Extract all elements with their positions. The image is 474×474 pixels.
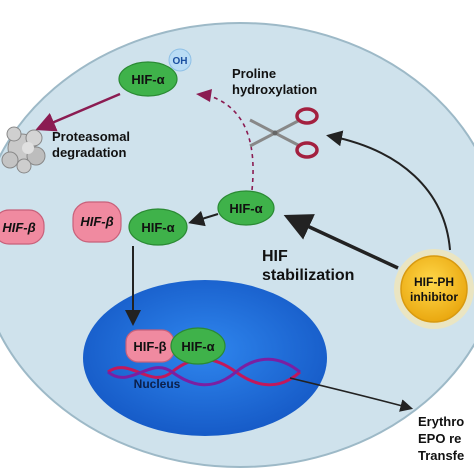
oh-label: OH [173,56,188,67]
hif-beta-left-label: HIF-β [2,220,35,235]
hydroxylation-dashed-arrowhead [196,89,212,102]
gene-expression-arrow [289,377,414,412]
hif-stabilization-line1: HIF [262,248,288,265]
inhibitor-line1: HIF-PH [414,275,454,289]
proline-hydroxylation-line1: Proline [232,66,276,81]
hif-ph-inhibitor: HIF-PH inhibitor [394,249,474,329]
hif-beta-free: HIF-β [0,209,45,245]
proteasome-icon [1,126,46,174]
hif-stabilization-line2: stabilization [262,267,354,284]
hif-alpha-stabilized: HIF-α [217,190,275,226]
hif-alpha-top-label: HIF-α [131,72,164,87]
hif-beta-pair-label: HIF-β [80,214,113,229]
inhibitor-line2: inhibitor [410,290,458,304]
nucleus-label: Nucleus [134,377,181,391]
nucleus-hif-beta-label: HIF-β [133,339,166,354]
hif-alpha-to-complex-arrow [188,210,219,227]
hif-complex-cytoplasm: HIF-β HIF-α [72,201,188,246]
hif-alpha-mid-label: HIF-α [229,201,262,216]
oh-group: OH [168,48,192,72]
hif-alpha-hydroxylated: HIF-α [118,61,178,97]
hif-stabilization-arrow [283,214,399,270]
scissors-icon [249,107,319,159]
nucleus-hif-alpha-label: HIF-α [181,339,214,354]
hif-alpha-pair-label: HIF-α [141,220,174,235]
inhibitor-to-scissors-arrow [326,130,451,251]
output-line2: EPO re [418,431,461,446]
output-line3: Transfe [418,448,464,463]
proteasomal-degradation-line2: degradation [52,145,126,160]
proline-hydroxylation-line2: hydroxylation [232,82,317,97]
output-line1: Erythro [418,414,464,429]
degradation-arrow [35,92,121,132]
hif-complex-nucleus: HIF-β HIF-α [125,327,226,365]
proteasomal-degradation-line1: Proteasomal [52,129,130,144]
hydroxylation-dashed-arrow [209,95,254,191]
